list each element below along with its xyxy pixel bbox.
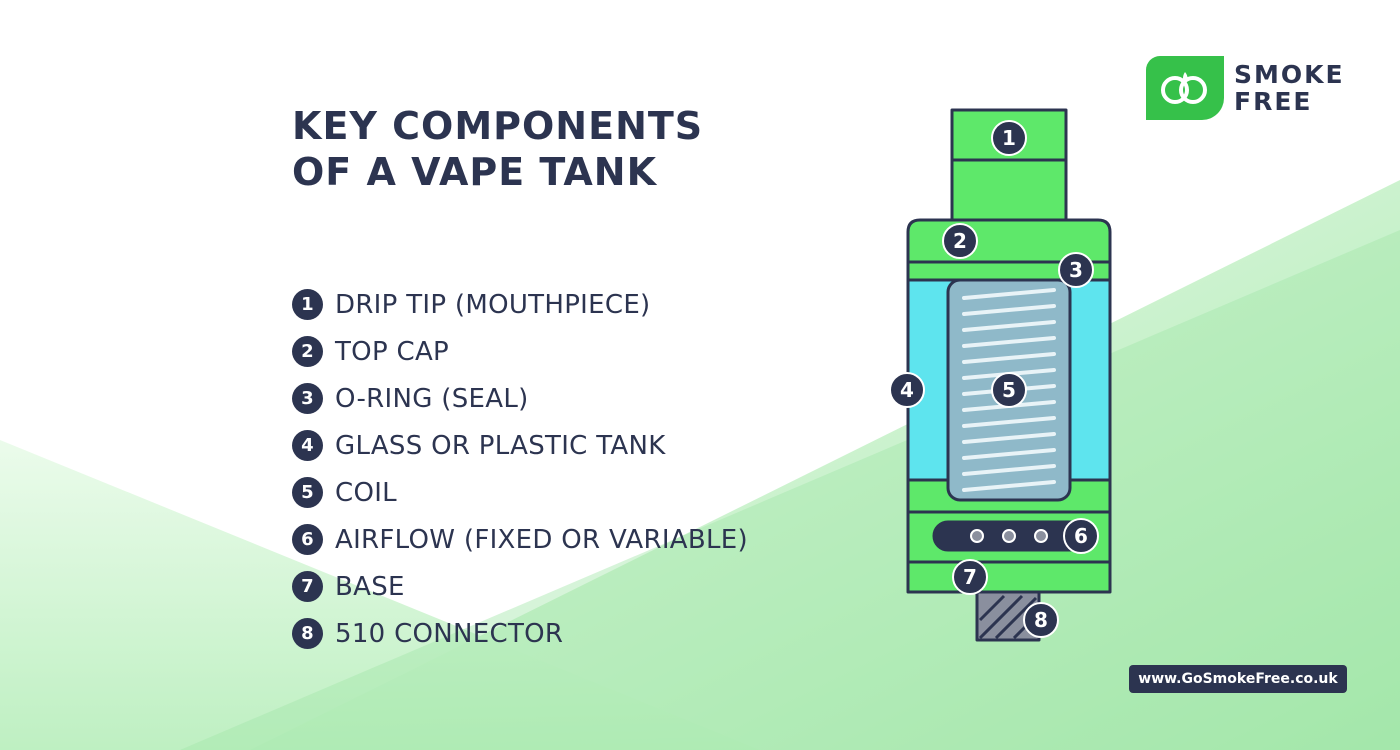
smoke-free-logo-icon	[1146, 56, 1224, 120]
component-label: O-RING (SEAL)	[335, 383, 529, 414]
svg-text:6: 6	[1074, 524, 1088, 548]
components-list: 1 DRIP TIP (MOUTHPIECE) 2 TOP CAP 3 O-RING …	[292, 281, 748, 657]
svg-text:3: 3	[1069, 258, 1083, 282]
callout-8: 8	[1023, 602, 1059, 638]
list-item: 5 COIL	[292, 469, 748, 516]
callout-6: 6	[1063, 518, 1099, 554]
component-label: 510 CONNECTOR	[335, 618, 564, 649]
title-line-2: OF A VAPE TANK	[292, 150, 658, 194]
list-item: 7 BASE	[292, 563, 748, 610]
callout-2: 2	[942, 223, 978, 259]
svg-text:8: 8	[1034, 608, 1048, 632]
component-label: DRIP TIP (MOUTHPIECE)	[335, 289, 651, 320]
svg-text:2: 2	[953, 229, 967, 253]
smoke-free-logo: SMOKE FREE	[1146, 56, 1345, 120]
component-label: AIRFLOW (FIXED OR VARIABLE)	[335, 524, 748, 555]
list-item: 6 AIRFLOW (FIXED OR VARIABLE)	[292, 516, 748, 563]
airflow-holes	[970, 529, 1048, 543]
component-label: COIL	[335, 477, 397, 508]
logo-line-1: SMOKE	[1234, 60, 1345, 89]
callout-3: 3	[1058, 252, 1094, 288]
number-badge: 3	[292, 383, 323, 414]
number-badge: 5	[292, 477, 323, 508]
logo-line-2: FREE	[1234, 87, 1313, 116]
list-item: 3 O-RING (SEAL)	[292, 375, 748, 422]
number-badge: 7	[292, 571, 323, 602]
number-badge: 8	[292, 618, 323, 649]
number-badge: 4	[292, 430, 323, 461]
component-label: BASE	[335, 571, 405, 602]
callout-1: 1	[991, 120, 1027, 156]
svg-text:7: 7	[963, 565, 977, 589]
callout-7: 7	[952, 559, 988, 595]
list-item: 8 510 CONNECTOR	[292, 610, 748, 657]
number-badge: 6	[292, 524, 323, 555]
svg-text:1: 1	[1002, 126, 1016, 150]
callout-5: 5	[991, 372, 1027, 408]
callouts: 1 2 3 4 5 6 7 8	[889, 120, 1099, 638]
component-label: TOP CAP	[335, 336, 450, 367]
svg-text:5: 5	[1002, 378, 1016, 402]
list-item: 1 DRIP TIP (MOUTHPIECE)	[292, 281, 748, 328]
callout-4: 4	[889, 372, 925, 408]
list-item: 2 TOP CAP	[292, 328, 748, 375]
website-url: www.GoSmokeFree.co.uk	[1129, 665, 1347, 693]
page-title: KEY COMPONENTS OF A VAPE TANK	[292, 103, 703, 195]
logo-wordmark: SMOKE FREE	[1234, 61, 1345, 115]
number-badge: 2	[292, 336, 323, 367]
svg-text:4: 4	[900, 378, 914, 402]
title-line-1: KEY COMPONENTS	[292, 104, 704, 148]
list-item: 4 GLASS OR PLASTIC TANK	[292, 422, 748, 469]
number-badge: 1	[292, 289, 323, 320]
component-label: GLASS OR PLASTIC TANK	[335, 430, 666, 461]
